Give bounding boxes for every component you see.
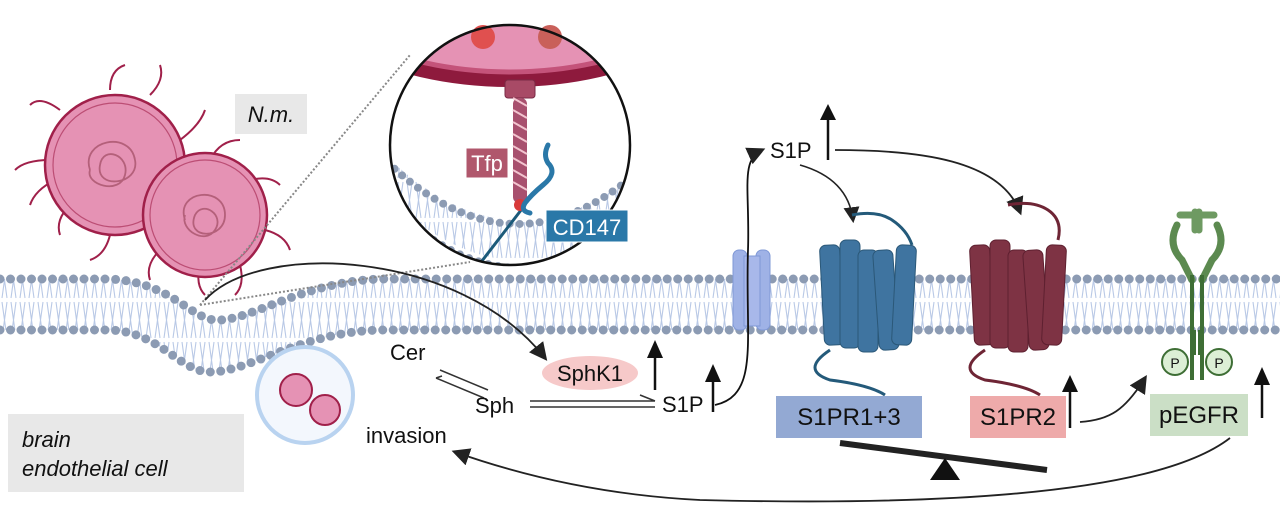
sphk1-enzyme-badge: [542, 356, 638, 390]
ceramide-label: Cer: [390, 340, 425, 365]
cd147-label-box: [545, 209, 629, 243]
phospho-icon: [1205, 348, 1233, 376]
s1pr2-receptor-icon: [968, 201, 1067, 397]
phospho-icon: [1161, 348, 1189, 376]
s1p-transporter-icon: [732, 249, 771, 331]
bacterium-label: N.m.: [248, 102, 294, 127]
pegfr-label-box: [1150, 394, 1248, 436]
export-arrow: [714, 147, 766, 406]
conversion-arrows-icon: [530, 394, 656, 408]
phospho-label: P: [1170, 355, 1179, 371]
cell-type-label-box: [8, 414, 244, 492]
cell-type-label-line2: endothelial cell: [22, 456, 169, 481]
activation-arrow-sphk1: [204, 262, 548, 361]
zoom-indicator-lines: [199, 54, 471, 306]
arrow-to-invasion: [451, 437, 1231, 503]
phospho-label: P: [1214, 355, 1223, 371]
balance-seesaw-icon: [839, 440, 1048, 480]
arrow-to-s1pr2: [834, 149, 1024, 216]
invasion-label: invasion: [366, 423, 447, 448]
neisseria-bacteria-icon: [14, 64, 291, 296]
internalized-bacteria-icon: [255, 345, 355, 445]
egfr-receptor-icon: [1161, 208, 1233, 380]
bacterium-label-box: [235, 94, 307, 134]
sphk1-label: SphK1: [557, 361, 623, 386]
adhesion-inset: [388, 23, 632, 267]
s1pr13-label-box: [776, 396, 922, 438]
tfp-label-box: [465, 147, 509, 179]
tfp-label: Tfp: [471, 151, 503, 176]
arrow-to-egfr: [1079, 374, 1147, 423]
s1pr2-label: S1PR2: [980, 404, 1056, 431]
cell-membrane: [0, 274, 1280, 377]
cd147-label: CD147: [553, 215, 621, 240]
s1p-intracellular-label: S1P: [662, 392, 704, 417]
equilibrium-arrows-icon: [435, 369, 489, 399]
s1pr13-receptor-icon: [813, 211, 917, 397]
cd147-receptor-icon: [520, 142, 555, 216]
s1pr13-label: S1PR1+3: [797, 404, 900, 431]
cell-type-label-line1: brain: [22, 427, 71, 452]
sphingosine-label: Sph: [475, 393, 514, 418]
arrow-to-s1pr13: [799, 164, 860, 224]
pegfr-label: pEGFR: [1159, 402, 1239, 429]
s1pr2-label-box: [970, 396, 1066, 438]
s1p-extracellular-label: S1P: [770, 138, 812, 163]
